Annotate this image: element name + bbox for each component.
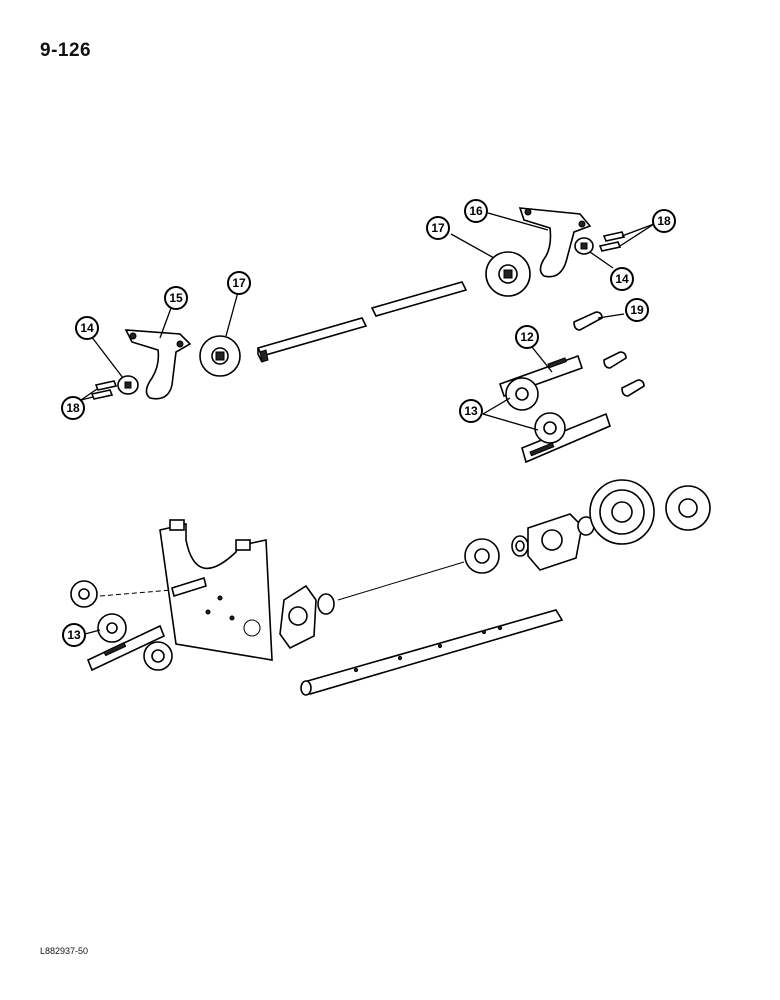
svg-text:14: 14 bbox=[615, 272, 629, 286]
leader-lines bbox=[80, 212, 655, 635]
left-keys bbox=[90, 380, 118, 400]
svg-text:19: 19 bbox=[630, 303, 644, 317]
callout-17-left: 17 bbox=[227, 271, 251, 295]
side-frame-plate bbox=[159, 519, 273, 661]
svg-text:17: 17 bbox=[431, 221, 445, 235]
chain-links bbox=[573, 311, 645, 397]
svg-text:13: 13 bbox=[464, 404, 478, 418]
idler-sprocket-lower bbox=[534, 412, 566, 444]
lower-idler-sprocket-bottom bbox=[143, 641, 173, 671]
lower-idler-sprocket-top bbox=[70, 580, 98, 608]
upper-square-shaft bbox=[256, 281, 468, 363]
svg-text:14: 14 bbox=[80, 321, 94, 335]
callout-15: 15 bbox=[164, 286, 188, 310]
stub-shaft bbox=[171, 576, 207, 598]
svg-text:18: 18 bbox=[657, 214, 671, 228]
right-flange-bearing bbox=[527, 513, 583, 571]
left-washer-square-hole bbox=[124, 381, 132, 389]
reference-code: L882937-50 bbox=[40, 946, 89, 956]
right-sprocket bbox=[485, 251, 531, 297]
svg-text:13: 13 bbox=[67, 628, 81, 642]
svg-text:16: 16 bbox=[469, 204, 483, 218]
dashed-assembly-line bbox=[99, 589, 173, 597]
bushing bbox=[511, 535, 529, 557]
svg-text:18: 18 bbox=[66, 401, 80, 415]
right-hanger-bracket bbox=[518, 207, 592, 278]
idler-sprocket-upper bbox=[505, 377, 539, 411]
svg-text:15: 15 bbox=[169, 291, 183, 305]
svg-text:12: 12 bbox=[520, 330, 534, 344]
right-keys bbox=[598, 231, 626, 252]
callout-19: 19 bbox=[625, 298, 649, 322]
callout-16: 16 bbox=[464, 199, 488, 223]
lower-alignment-line bbox=[337, 561, 465, 601]
callout-17-right: 17 bbox=[426, 216, 450, 240]
left-sprocket bbox=[199, 335, 241, 377]
lower-idler-plate bbox=[86, 624, 166, 672]
callout-12: 12 bbox=[515, 325, 539, 349]
callout-13-lower: 13 bbox=[62, 623, 86, 647]
callout-18-left: 18 bbox=[61, 396, 85, 420]
page-number: 9-126 bbox=[40, 40, 92, 61]
idler-plate-lower bbox=[521, 412, 611, 464]
right-washer-square-hole bbox=[580, 242, 588, 250]
left-flange-bearing bbox=[279, 584, 317, 650]
callout-14-left: 14 bbox=[75, 316, 99, 340]
small-gear bbox=[665, 485, 711, 531]
callout-13-upper: 13 bbox=[459, 399, 483, 423]
left-hanger-bracket bbox=[124, 329, 192, 400]
svg-text:17: 17 bbox=[232, 276, 246, 290]
lower-idler-sprocket-mid bbox=[97, 613, 127, 643]
left-lower-washer bbox=[317, 593, 335, 615]
callout-14-right: 14 bbox=[610, 267, 634, 291]
lower-round-shaft bbox=[300, 609, 564, 696]
large-gear bbox=[589, 479, 655, 545]
callout-18-right: 18 bbox=[652, 209, 676, 233]
right-lower-sprocket bbox=[464, 538, 500, 574]
